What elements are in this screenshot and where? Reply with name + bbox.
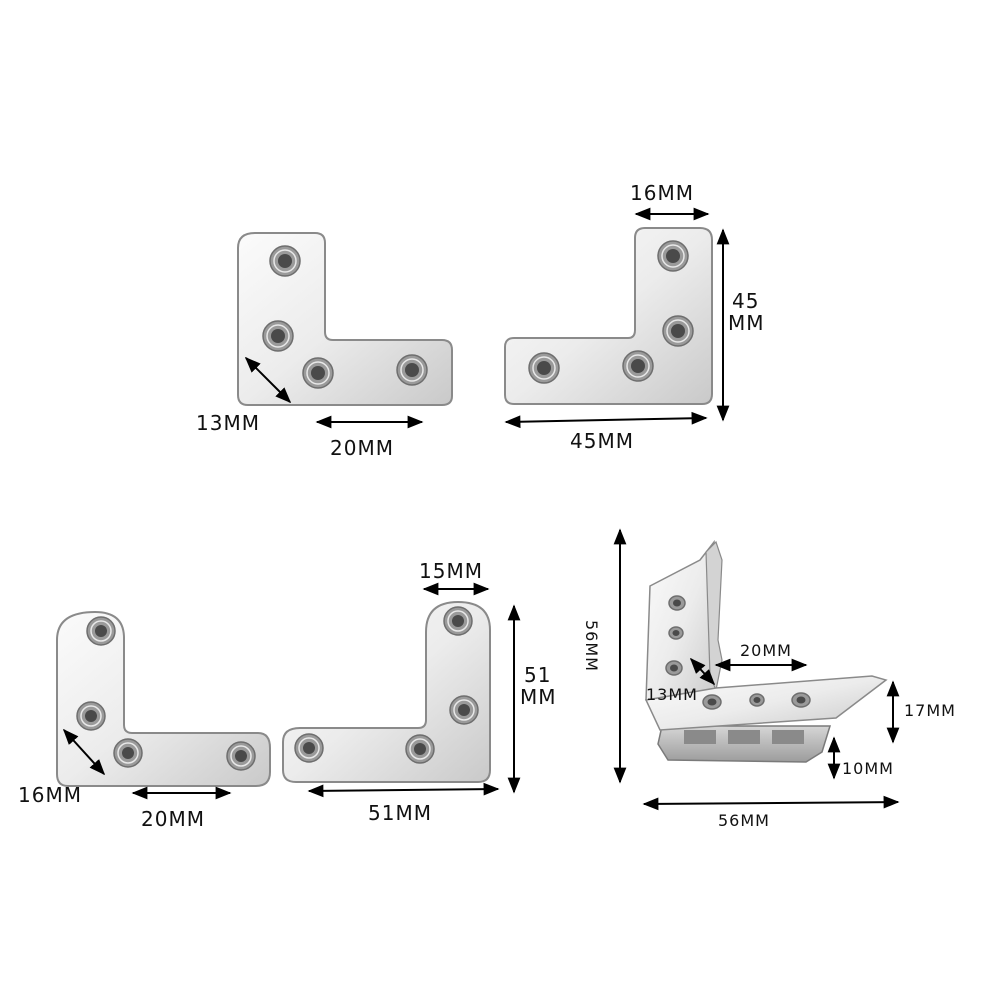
dim-arrow-length [642,795,900,811]
dim-arrow-width [244,356,292,404]
screw-hole [668,595,686,611]
screw-hole [226,741,256,771]
screw-hole [76,701,106,731]
dim-label-width: 16MM [18,783,82,807]
dim-arrow-length [307,782,500,798]
screw-hole [749,693,765,707]
screw-hole [668,626,684,640]
dim-arrow-length [504,411,708,429]
bracket-horizontal-plate [644,675,888,731]
screw-hole [443,606,473,636]
dim-label-flange: 17MM [904,701,956,720]
bracket-small-right: 16MM 45 MM 45MM [504,181,767,453]
bracket-small-left: 13MM 20MM [196,232,453,460]
dim-label-width: 13MM [196,411,260,435]
dim-label-top: 16MM [630,181,694,205]
dim-label-length: 20MM [141,807,205,831]
screw-hole [405,734,435,764]
screw-hole [791,692,811,708]
screw-hole [294,733,324,763]
dim-label-top: 15MM [419,559,483,583]
screw-hole [702,694,722,710]
bracket-large-right: 15MM 51 MM 51MM [282,559,559,825]
screw-hole [622,350,654,382]
lip-slot [728,730,760,744]
dim-label-length: 56MM [718,811,770,830]
screw-hole [86,616,116,646]
dim-label-edge: 13MM [646,685,698,704]
dim-arrow-width [62,728,106,776]
dim-arrow-edge [689,657,716,686]
screw-hole [302,357,334,389]
lip-slot [772,730,804,744]
screw-hole [269,245,301,277]
screw-hole [113,738,143,768]
dim-label-height: 51 MM [520,663,559,709]
screw-hole [528,352,560,384]
bracket-large-left: 16MM 20MM [18,610,271,831]
bracket-3d-corner: 56MM 20MM 13MM 17MM 10MM 56MM [582,528,956,830]
dim-label-length: 45MM [570,429,634,453]
dim-label-height-line1: 51 [524,663,551,687]
screw-hole [657,240,689,272]
dim-label-inner: 20MM [740,641,792,660]
lip-slot [684,730,716,744]
screw-hole [665,660,683,676]
dim-label-lip: 10MM [842,759,894,778]
dim-label-height: 56MM [582,620,601,672]
dim-label-height-line2: MM [728,311,765,335]
screw-hole [449,695,479,725]
dim-label-height-line2: MM [520,685,557,709]
screw-hole [396,354,428,386]
screw-hole [662,315,694,347]
dim-label-length: 20MM [330,436,394,460]
dim-label-height-line1: 45 [732,289,759,313]
dim-label-length: 51MM [368,801,432,825]
screw-hole [262,320,294,352]
dim-label-height: 45 MM [728,289,767,335]
